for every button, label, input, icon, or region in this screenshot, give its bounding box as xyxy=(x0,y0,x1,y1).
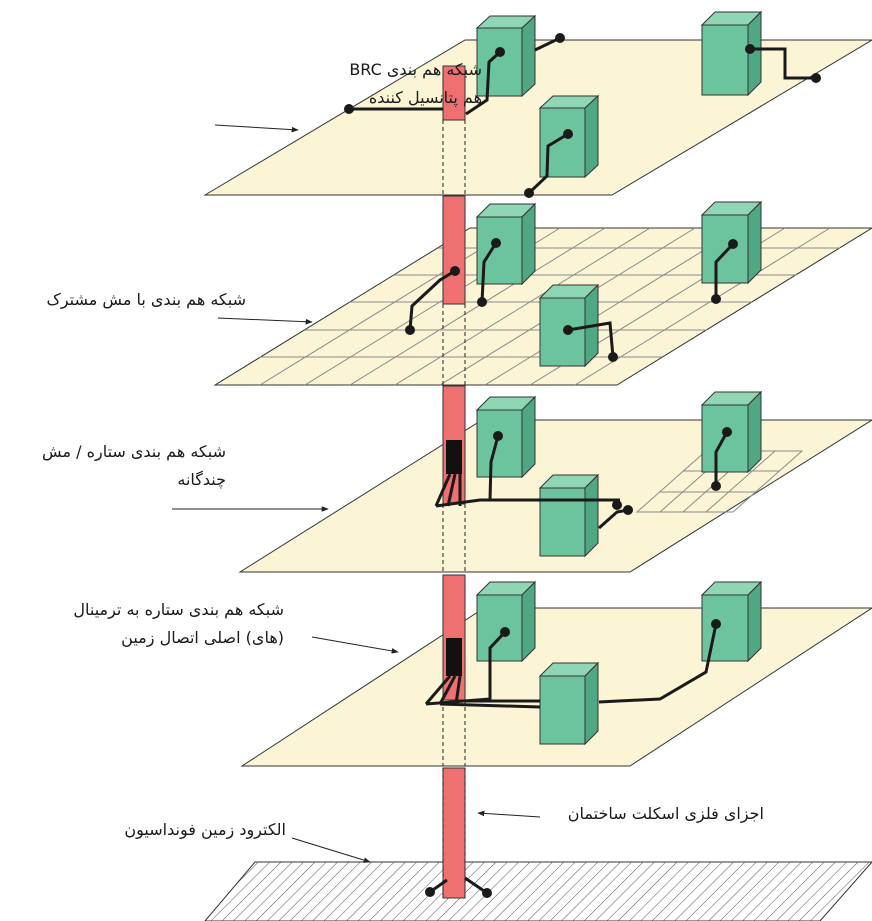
star-terminal-label: شبکه هم بندی ستاره به ترمینال (های) اصلی… xyxy=(73,596,284,652)
steel-column-segment-2 xyxy=(442,195,466,305)
brc-label-line1: شبکه هم بندی BRC xyxy=(349,60,482,79)
foundation-level xyxy=(204,767,872,921)
equipment-box xyxy=(475,580,537,663)
star-mesh-label: شبکه هم بندی ستاره / مش چندگانه xyxy=(42,438,226,494)
steel-column-segment-5 xyxy=(442,767,466,899)
equipment-box xyxy=(700,390,763,474)
equipment-box xyxy=(538,661,600,746)
equipment-box xyxy=(700,10,763,97)
foundation-electrode-plane xyxy=(204,861,872,921)
brc-bonding-label: شبکه هم بندی BRC هم پتانسیل کننده xyxy=(349,56,482,112)
foundation-electrode-label: الکترود زمین فونداسیون xyxy=(124,816,286,844)
main-earthing-terminal xyxy=(446,638,462,676)
star-terminal-label-line2: (های) اصلی اتصال زمین xyxy=(121,628,284,647)
steel-members-label-text: اجزای فلزی اسکلت ساختمان xyxy=(567,804,764,823)
equipment-box xyxy=(475,395,537,479)
steel-members-label: اجزای فلزی اسکلت ساختمان xyxy=(568,800,764,828)
foundation-electrode-label-text: الکترود زمین فونداسیون xyxy=(124,820,286,839)
equipment-box xyxy=(475,14,537,98)
common-mesh-label: شبکه هم بندی با مش مشترک xyxy=(47,286,246,314)
star-mesh-level xyxy=(238,385,872,573)
star-terminal-label-line1: شبکه هم بندی ستاره به ترمینال xyxy=(73,600,284,619)
brc-bonding-level xyxy=(203,10,872,198)
equipment-box xyxy=(538,473,600,558)
common-mesh-label-text: شبکه هم بندی با مش مشترک xyxy=(46,290,246,309)
common-mesh-level xyxy=(213,195,872,386)
equipment-box xyxy=(475,202,537,286)
star-terminal-level xyxy=(240,574,872,767)
brc-label-line2: هم پتانسیل کننده xyxy=(368,88,482,107)
star-terminal-block xyxy=(446,440,462,474)
steel-column-segment-1 xyxy=(442,65,466,121)
brc-plane xyxy=(203,39,872,196)
equipment-box xyxy=(700,200,763,285)
equipment-box xyxy=(538,283,600,368)
star-mesh-label-line1: شبکه هم بندی ستاره / مش xyxy=(42,442,226,461)
star-mesh-label-line2: چندگانه xyxy=(177,470,226,489)
leader-arrows xyxy=(172,124,541,863)
